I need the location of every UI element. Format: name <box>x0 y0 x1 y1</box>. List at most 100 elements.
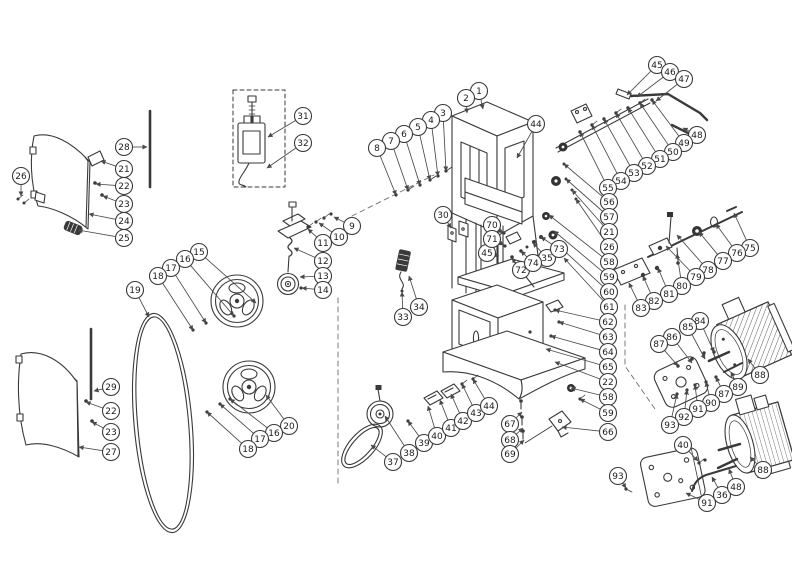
part-balloon-17: 17 <box>250 429 270 449</box>
svg-text:84: 84 <box>694 317 706 327</box>
svg-text:45: 45 <box>481 249 492 259</box>
part-balloon-24: 24 <box>114 211 134 231</box>
svg-text:29: 29 <box>105 383 117 393</box>
tracking-knobs <box>542 142 568 240</box>
svg-text:57: 57 <box>603 213 614 223</box>
leader-line-85 <box>691 334 706 360</box>
leader-line-50 <box>639 102 669 146</box>
leader-line-63 <box>558 320 600 335</box>
svg-text:92: 92 <box>678 413 689 423</box>
svg-text:78: 78 <box>702 266 714 276</box>
leader-line-1 <box>479 99 485 110</box>
svg-text:9: 9 <box>349 222 355 232</box>
leader-line-4 <box>431 128 440 177</box>
leader-line-83 <box>628 282 638 301</box>
part-balloon-80: 80 <box>672 276 692 296</box>
leader-line-45 <box>626 70 652 96</box>
part-balloons: 1234567891011121314151617181920212223242… <box>11 55 773 513</box>
leader-line-7 <box>393 148 409 191</box>
part-balloon-37: 37 <box>383 452 403 472</box>
part-balloon-23: 23 <box>101 422 121 442</box>
leader-line-39 <box>407 420 420 437</box>
svg-text:24: 24 <box>118 217 130 227</box>
part-balloon-56: 56 <box>599 192 619 212</box>
lower-motor-hardware <box>624 457 739 493</box>
leader-line-13 <box>299 274 315 280</box>
svg-text:49: 49 <box>678 139 690 149</box>
svg-text:14: 14 <box>317 286 329 296</box>
svg-text:26: 26 <box>15 172 27 182</box>
leader-line-9 <box>333 216 345 223</box>
svg-text:18: 18 <box>152 272 164 282</box>
leader-line-23 <box>102 195 117 202</box>
upper-band-wheel <box>210 274 264 328</box>
svg-text:59: 59 <box>603 273 615 283</box>
svg-text:73: 73 <box>553 245 564 255</box>
leader-line-17 <box>175 274 207 324</box>
part-balloon-22: 22 <box>101 401 121 421</box>
svg-text:6: 6 <box>401 130 407 140</box>
leader-line-91 <box>693 384 699 401</box>
svg-text:66: 66 <box>602 428 614 438</box>
part-balloon-44: 44 <box>526 114 546 134</box>
svg-text:65: 65 <box>602 363 613 373</box>
v-belt <box>341 423 383 469</box>
svg-text:90: 90 <box>705 399 717 409</box>
part-balloon-83: 83 <box>631 298 651 318</box>
svg-text:67: 67 <box>504 420 515 430</box>
svg-text:52: 52 <box>641 162 652 172</box>
blade-brush-lever <box>395 249 411 293</box>
power-switch-assembly <box>232 89 286 188</box>
part-balloon-16: 16 <box>264 423 284 443</box>
leader-line-15 <box>205 257 257 304</box>
part-balloon-91: 91 <box>688 399 708 419</box>
leader-lines <box>18 70 758 500</box>
tension-wheel-disc <box>276 272 300 296</box>
leader-line-6 <box>406 141 422 186</box>
leader-line-47 <box>655 83 678 102</box>
svg-text:59: 59 <box>602 409 614 419</box>
leader-line-68 <box>515 427 524 435</box>
svg-text:74: 74 <box>527 259 539 269</box>
leader-line-8 <box>379 155 397 196</box>
svg-text:53: 53 <box>628 169 639 179</box>
leader-line-81 <box>657 267 667 287</box>
part-balloon-58: 58 <box>598 387 618 407</box>
part-balloon-17: 17 <box>161 258 181 278</box>
leader-line-30 <box>446 222 452 229</box>
leader-line-11 <box>307 228 318 238</box>
svg-text:17: 17 <box>254 435 265 445</box>
leader-line-69 <box>515 439 525 449</box>
leader-line-17 <box>219 403 254 434</box>
svg-text:56: 56 <box>603 198 615 208</box>
leader-line-74 <box>520 250 528 258</box>
svg-text:58: 58 <box>602 393 614 403</box>
leader-line-80 <box>675 253 682 278</box>
part-balloon-25: 25 <box>114 228 134 248</box>
leader-line-24 <box>88 212 116 220</box>
part-balloon-26: 26 <box>599 237 619 257</box>
part-balloon-59: 59 <box>598 403 618 423</box>
svg-text:13: 13 <box>317 272 328 282</box>
svg-text:36: 36 <box>716 491 728 501</box>
svg-text:68: 68 <box>504 436 516 446</box>
svg-text:88: 88 <box>754 371 766 381</box>
part-balloon-42: 42 <box>453 411 473 431</box>
svg-text:80: 80 <box>676 282 688 292</box>
svg-text:51: 51 <box>654 155 665 165</box>
part-balloon-70: 70 <box>482 215 502 235</box>
part-balloon-77: 77 <box>713 251 733 271</box>
leader-line-38 <box>384 415 405 447</box>
svg-text:23: 23 <box>118 200 129 210</box>
spine-screws <box>562 162 578 201</box>
leader-line-53 <box>603 118 631 166</box>
frame-mount-bolts <box>394 166 453 197</box>
leader-line-58 <box>548 214 603 258</box>
leader-line-87 <box>664 350 679 367</box>
svg-text:61: 61 <box>603 303 614 313</box>
blade-guard-rod <box>615 88 709 136</box>
part-balloon-30: 30 <box>433 205 453 225</box>
svg-text:18: 18 <box>242 445 254 455</box>
svg-text:20: 20 <box>283 422 295 432</box>
